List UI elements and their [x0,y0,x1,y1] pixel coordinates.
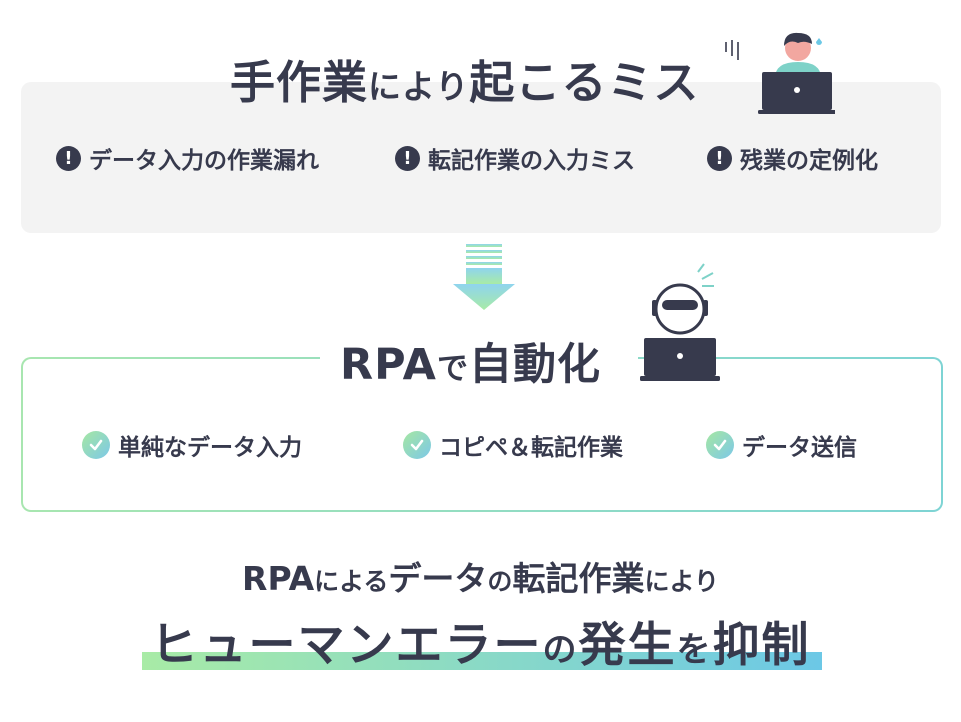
warning-icon: ! [395,145,420,171]
manual-title-part: 起こるミス [469,56,700,109]
issue-item: ! 残業の定例化 [707,141,878,175]
down-arrow-icon [453,244,515,316]
task-label: 単純なデータ入力 [118,435,302,461]
summary-part: による [314,567,389,596]
conclusion-part: 発生 [578,618,677,673]
manual-title: 手作業により起こるミス [230,46,699,111]
issue-label: 転記作業の入力ミス [428,148,635,174]
conclusion-highlight-bar [142,652,822,670]
issue-label: データ入力の作業漏れ [89,148,319,174]
summary-line: RPAによるデータの転記作業により [0,552,961,600]
conclusion-part: を [676,630,713,670]
task-item: データ送信 [706,428,857,462]
conclusion-part: ヒューマンエラー [150,618,543,673]
issue-item: ! 転記作業の入力ミス [395,141,635,175]
check-icon [403,431,431,459]
task-item: 単純なデータ入力 [82,428,302,462]
warning-icon: ! [56,145,81,171]
robot-at-laptop-icon [640,262,722,388]
rpa-title-part: 自動化 [468,340,601,390]
check-icon [82,431,110,459]
conclusion-part: 抑制 [712,618,811,673]
manual-title-part: 手作業 [230,56,369,109]
summary-part: RPA [242,559,315,598]
summary-part: の [487,567,513,596]
issue-item: ! データ入力の作業漏れ [56,141,319,175]
rpa-title-part: RPA [340,340,437,390]
rpa-title-part: で [436,351,469,387]
person-at-laptop-icon [720,30,836,122]
rpa-title: RPAで自動化 [340,330,601,392]
task-label: コピペ＆転記作業 [439,435,623,461]
conclusion-line: ヒューマンエラーの発生を抑制 [0,606,961,675]
conclusion-part: の [542,630,579,670]
warning-icon: ! [707,145,732,171]
summary-part: により [644,567,719,596]
rpa-title-backdrop [320,330,638,390]
summary-part: データ [388,559,488,598]
task-item: コピペ＆転記作業 [403,428,623,462]
summary-part: 転記作業 [512,559,645,598]
issue-label: 残業の定例化 [740,148,878,174]
manual-title-part: により [368,67,470,106]
check-icon [706,431,734,459]
task-label: データ送信 [742,435,857,461]
